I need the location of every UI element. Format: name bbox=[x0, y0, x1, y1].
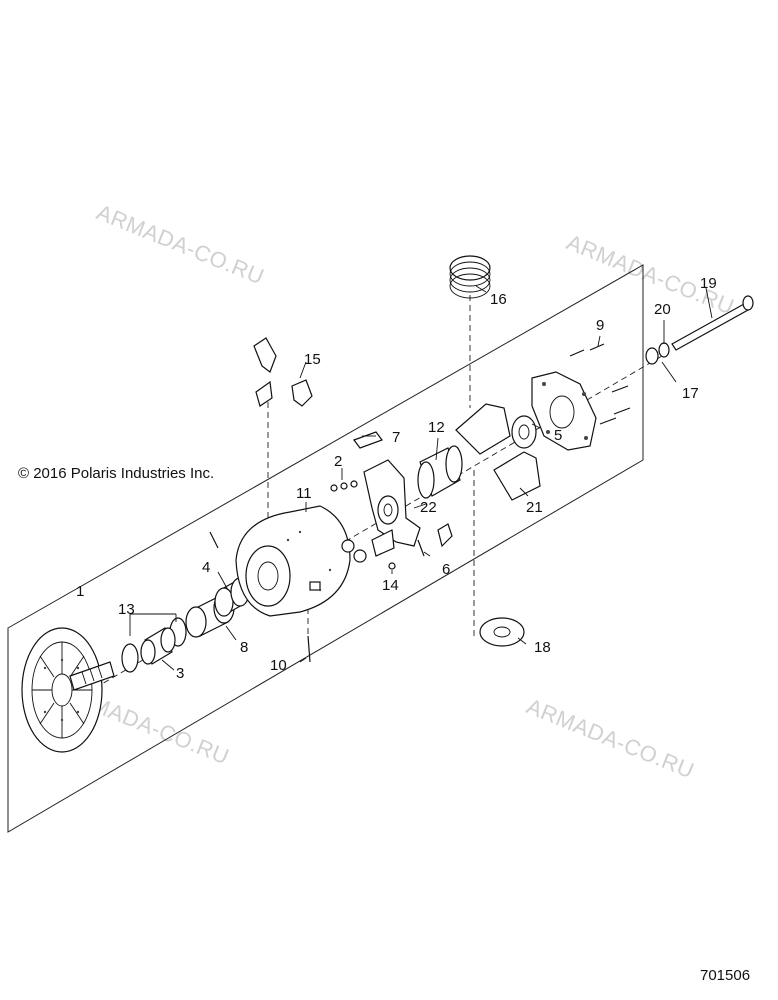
callout-2: 2 bbox=[334, 453, 342, 470]
part-washer-17-20 bbox=[645, 342, 670, 365]
callout-11: 11 bbox=[296, 485, 312, 502]
part-pin-10 bbox=[307, 635, 311, 663]
callout-6: 6 bbox=[442, 561, 450, 578]
assembly-frame bbox=[7, 264, 644, 833]
part-clip-6 bbox=[437, 523, 453, 548]
callout-20: 20 bbox=[654, 301, 671, 318]
callout-13: 13 bbox=[118, 601, 135, 618]
callout-10: 10 bbox=[270, 657, 287, 674]
callout-7: 7 bbox=[392, 429, 400, 446]
part-spring-16 bbox=[449, 255, 491, 299]
part-bolt-19 bbox=[671, 295, 754, 351]
part-screws-9 bbox=[569, 343, 631, 425]
callout-leaders bbox=[129, 285, 713, 671]
callout-17: 17 bbox=[682, 385, 699, 402]
document-number: 701506 bbox=[700, 967, 750, 984]
part-washer-14 bbox=[388, 562, 396, 570]
callout-1: 1 bbox=[76, 583, 84, 600]
callout-8: 8 bbox=[240, 639, 248, 656]
callout-21: 21 bbox=[526, 499, 543, 516]
part-bushing-3 bbox=[140, 627, 176, 665]
callout-22: 22 bbox=[420, 499, 437, 516]
copyright-notice: © 2016 Polaris Industries Inc. bbox=[18, 465, 214, 482]
part-weights-15 bbox=[253, 337, 313, 407]
part-cover-upper bbox=[455, 403, 511, 455]
part-washer-18 bbox=[479, 617, 525, 647]
part-moveable-sheave bbox=[235, 505, 351, 617]
callout-18: 18 bbox=[534, 639, 551, 656]
part-clip-7 bbox=[353, 431, 383, 449]
part-pin-11 bbox=[209, 531, 219, 549]
callout-14: 14 bbox=[382, 577, 399, 594]
part-bearing-5-inner bbox=[511, 415, 537, 449]
callout-4: 4 bbox=[202, 559, 210, 576]
part-cover-plate-5 bbox=[531, 371, 597, 451]
callout-15: 15 bbox=[304, 351, 321, 368]
part-cover-21 bbox=[493, 451, 541, 501]
part-sleeve-12 bbox=[417, 445, 463, 499]
callout-12: 12 bbox=[428, 419, 445, 436]
callout-19: 19 bbox=[700, 275, 717, 292]
callout-5: 5 bbox=[554, 427, 562, 444]
callouts: 1 2 3 4 5 6 7 8 9 10 11 12 13 14 15 16 1… bbox=[76, 275, 717, 682]
part-rollers bbox=[341, 529, 395, 563]
watermark-bottom-right: ARMADA-CO.RU bbox=[523, 693, 698, 783]
callout-3: 3 bbox=[176, 665, 184, 682]
part-pin-6 bbox=[417, 539, 425, 557]
part-spider-22 bbox=[363, 459, 421, 547]
callout-16: 16 bbox=[490, 291, 507, 308]
part-bushings-2 bbox=[330, 480, 358, 492]
callout-9: 9 bbox=[596, 317, 604, 334]
part-sheave-disc bbox=[21, 627, 115, 753]
watermark-top-left: ARMADA-CO.RU bbox=[93, 199, 268, 289]
